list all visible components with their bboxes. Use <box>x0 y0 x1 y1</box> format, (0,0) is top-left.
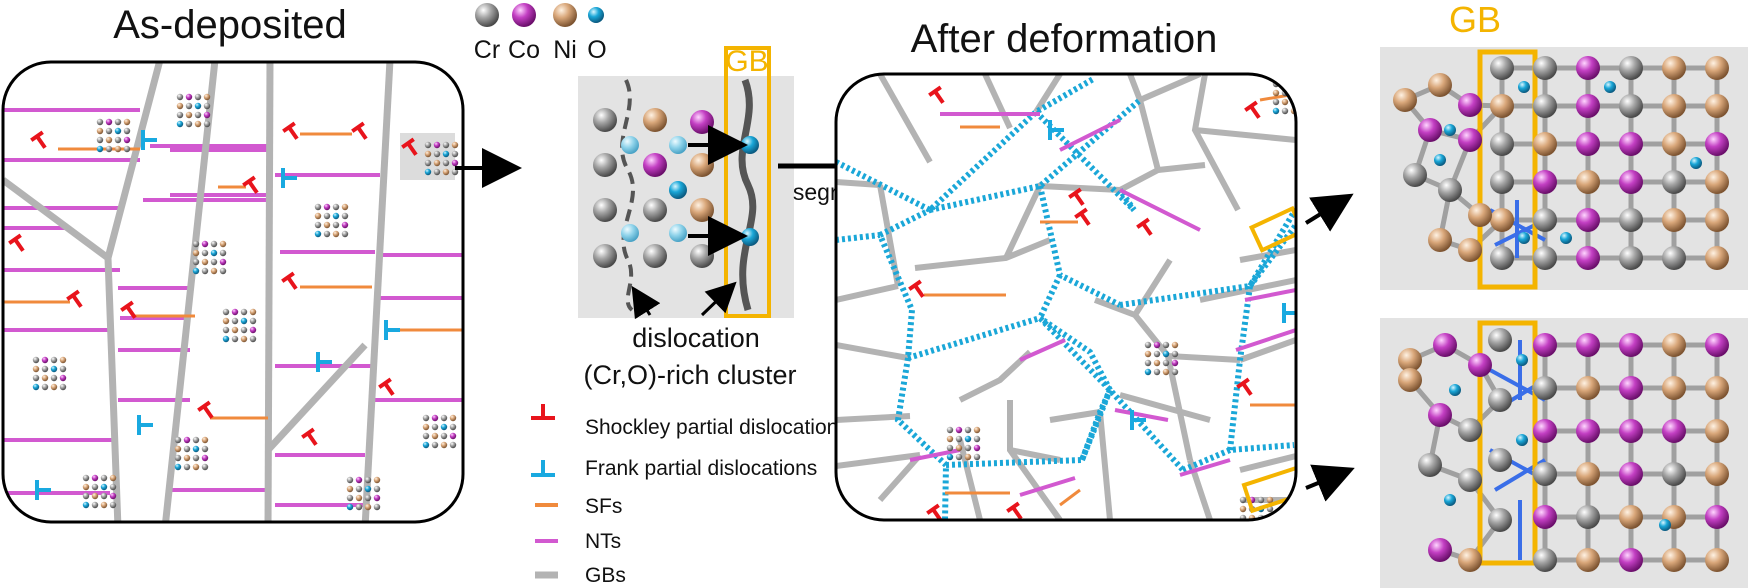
atomistic-gb-label: GB <box>1449 0 1501 40</box>
legend-label-sfs: SFs <box>585 495 622 518</box>
dislocation-symbols-right <box>908 85 1296 520</box>
cluster-label: (Cr,O)-rich cluster <box>583 360 796 390</box>
nanotwin-lines <box>3 108 463 507</box>
as-deposited-title: As-deposited <box>113 3 346 47</box>
legend-label-nts: NTs <box>585 530 621 553</box>
after-deformation-frame <box>834 72 1298 522</box>
after-deformation-title: After deformation <box>911 17 1218 61</box>
element-label-cr: Cr <box>474 36 500 64</box>
legend-label-shockley: Shockley partial dislocations <box>585 416 849 439</box>
atomistic-view-lower <box>1380 318 1748 588</box>
frank-symbol-icon <box>531 460 555 477</box>
nanotwin-lines-right <box>909 112 1296 497</box>
element-legend: Cr Co Ni O <box>474 3 607 64</box>
as-deposited-panel <box>1 60 465 524</box>
after-deformation-panel <box>834 72 1298 522</box>
arrow-to-upper-atomistic <box>1304 193 1354 232</box>
cluster-pointer-arrow <box>700 281 737 317</box>
stacking-fault-lines <box>3 132 463 420</box>
lower-atoms <box>1398 328 1729 572</box>
dislocation-symbols-left <box>8 121 419 500</box>
legend-item-frank: Frank partial dislocations <box>531 457 817 480</box>
legend-item-gbs: GBs <box>535 564 626 587</box>
element-label-co: Co <box>508 36 540 64</box>
legend-item-sfs: SFs <box>535 495 622 518</box>
upper-gb-box <box>1477 49 1538 290</box>
element-label-ni: Ni <box>553 36 577 64</box>
grain-boundaries-right <box>836 74 1296 520</box>
upper-atoms <box>1393 56 1729 270</box>
segregation-inset: GB <box>578 45 794 320</box>
inset-gb-box <box>724 46 771 318</box>
inset-gb-label: GB <box>725 45 768 78</box>
as-deposited-frame <box>1 60 465 524</box>
arrow-to-lower-atomistic <box>1305 464 1355 502</box>
dislocation-pointer-arrow <box>631 285 661 320</box>
co-atom-icon <box>512 3 536 27</box>
legend-item-nts: NTs <box>535 530 621 553</box>
o-atom-icon <box>588 7 604 23</box>
inset-atoms <box>593 108 759 268</box>
element-label-o: O <box>587 36 606 64</box>
inset-dislocation-line <box>620 79 635 312</box>
defect-legend: Shockley partial dislocations Frank part… <box>531 404 849 587</box>
legend-label-gbs: GBs <box>585 564 626 587</box>
inset-grain-boundary <box>738 78 757 312</box>
ni-atom-icon <box>553 3 577 27</box>
lower-gb-box <box>1477 320 1538 566</box>
gb-highlight-lower <box>1241 465 1296 514</box>
legend-label-frank: Frank partial dislocations <box>585 457 817 480</box>
stacking-fault-lines-right <box>924 92 1296 507</box>
dislocation-label: dislocation <box>632 323 760 353</box>
gb-highlight-upper <box>1248 205 1296 253</box>
shockley-symbol-icon <box>531 404 555 420</box>
cr-atom-icon <box>475 3 499 27</box>
legend-item-shockley: Shockley partial dislocations <box>531 404 849 439</box>
atomistic-view-upper <box>1380 47 1748 290</box>
grain-boundaries-left <box>3 62 394 522</box>
